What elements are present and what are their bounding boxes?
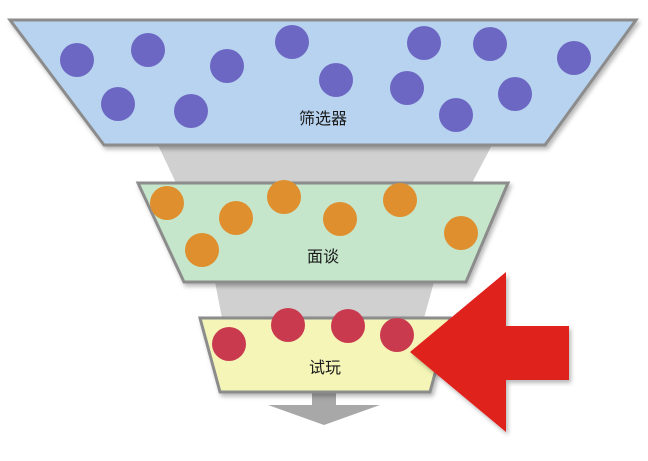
output-arrow [268,392,380,425]
connector-interview-trial [215,282,434,318]
stage-trial-dots [212,308,414,361]
stage-filter-dot [174,94,208,128]
stage-trial-dot [380,318,414,352]
stage-filter-dot [498,77,532,111]
stage-interview-dots [150,180,478,267]
stage-filter-dot [131,33,165,67]
stage-interview-dot [150,186,184,220]
stage-trial-dot [331,309,365,343]
stage-interview-dot [444,216,478,250]
stage-filter-dot [60,43,94,77]
stage-trial: 试玩 [198,308,452,394]
stage-filter-dot [210,49,244,83]
stage-filter-dot [101,87,135,121]
stage-trial-label: 试玩 [309,358,341,377]
connector-filter-interview [158,145,492,183]
stage-interview-dot [185,233,219,267]
stage-interview-dot [267,180,301,214]
stage-trial-dot [271,308,305,342]
stage-interview-label: 面谈 [307,247,339,266]
stage-filter: 筛选器 [6,18,639,147]
stage-filter-dots [60,25,591,132]
stage-interview-dot [383,183,417,217]
stage-filter-dot [407,26,441,60]
stage-filter-dot [390,71,424,105]
stage-interview: 面谈 [135,180,511,284]
stage-filter-dot [557,41,591,75]
stage-filter-dot [275,25,309,59]
stage-interview-dot [219,201,253,235]
pointer-arrow-icon [410,272,569,432]
stage-filter-dot [439,98,473,132]
stage-interview-dot [323,202,357,236]
stage-trial-dot [212,327,246,361]
stage-filter-label: 筛选器 [299,109,347,128]
stage-filter-dot [319,63,353,97]
stage-filter-dot [473,27,507,61]
